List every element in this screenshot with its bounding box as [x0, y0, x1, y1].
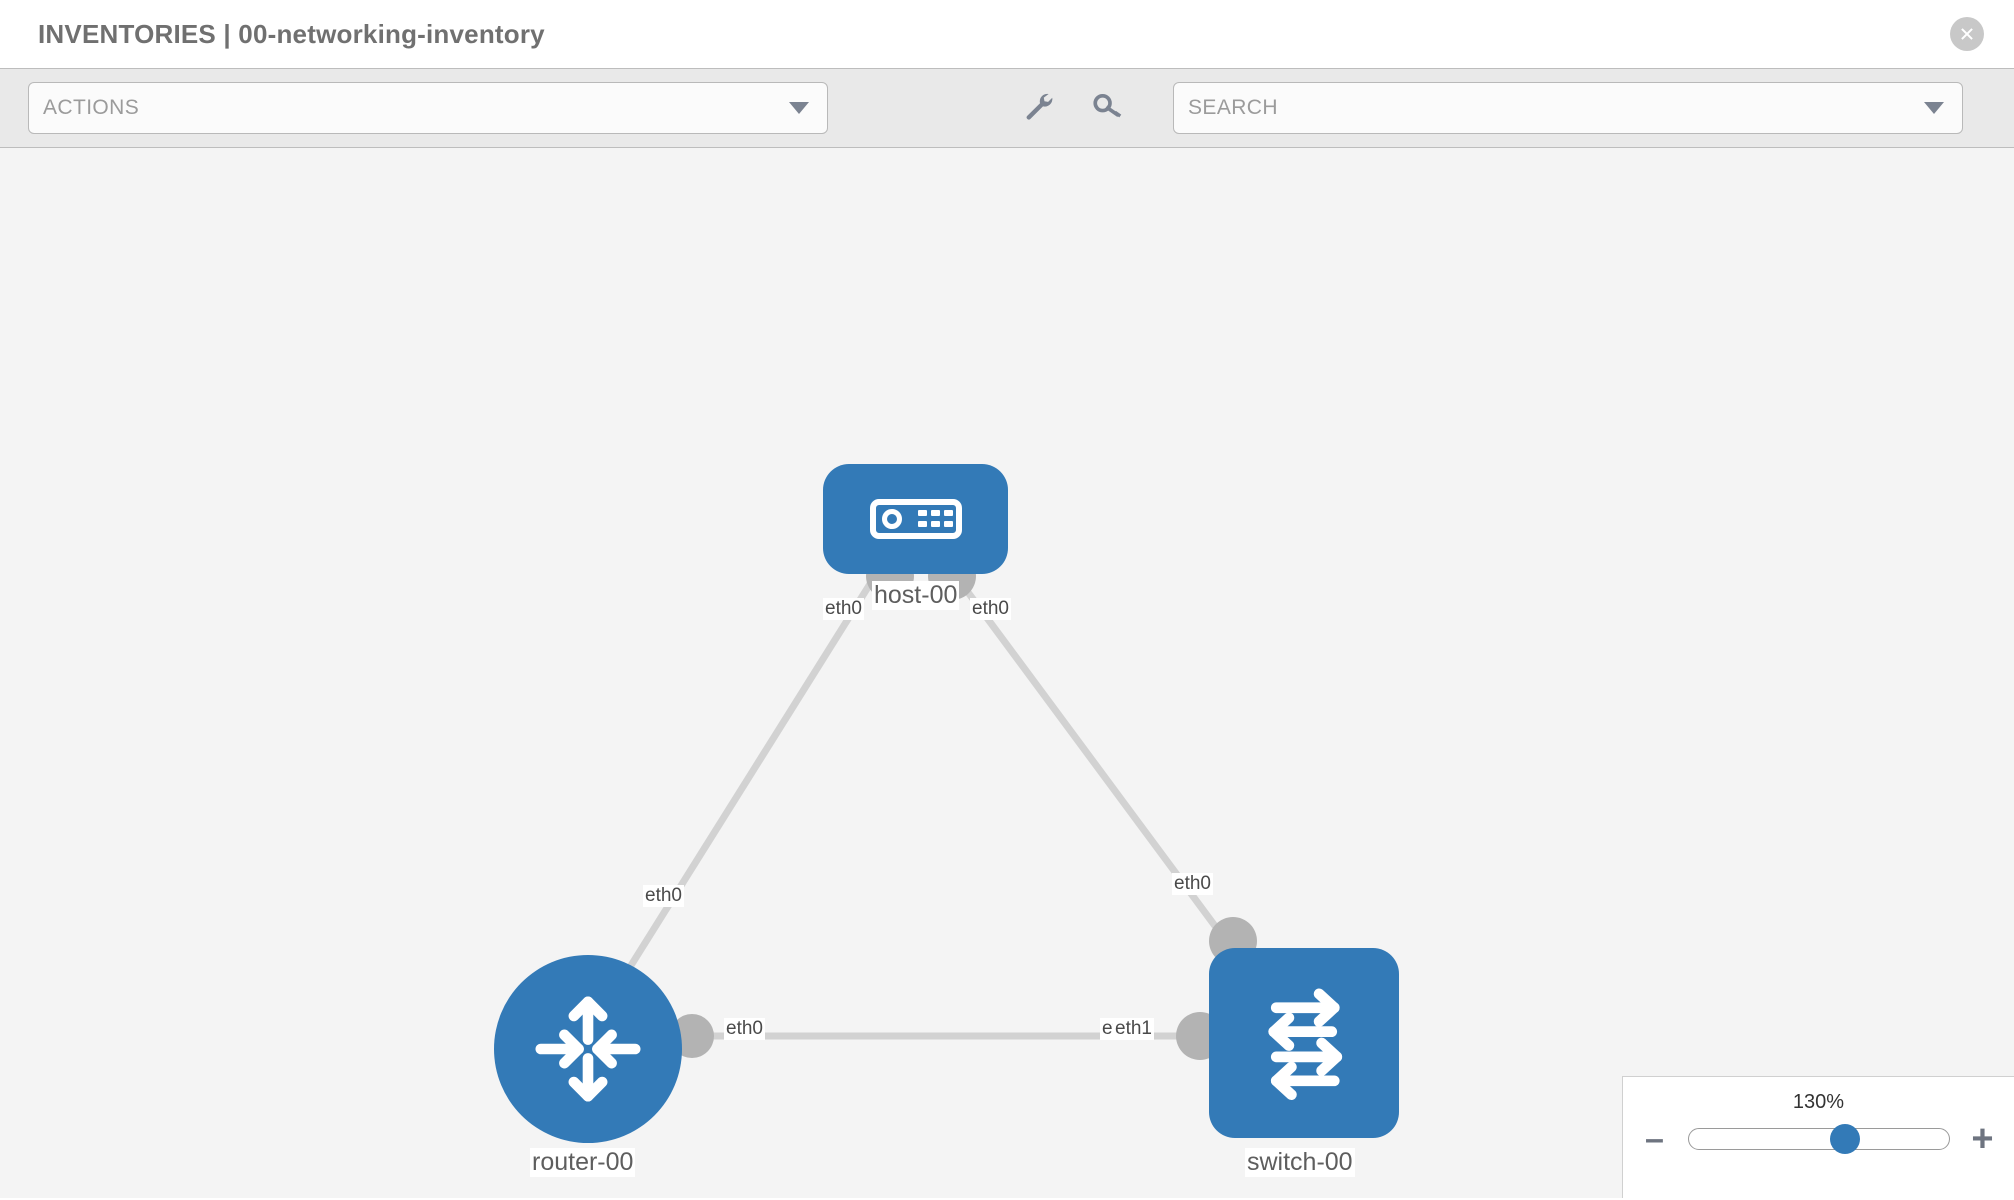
server-appliance-icon: [869, 499, 962, 539]
toolbar-icon-group: [1023, 91, 1125, 125]
zoom-out-button[interactable]: –: [1645, 1120, 1664, 1158]
node-switch-00[interactable]: [1209, 948, 1399, 1138]
zoom-level-value: 130%: [1792, 1091, 1845, 1113]
wrench-icon[interactable]: [1023, 91, 1057, 125]
edge-label-router-right: eth0: [724, 1018, 765, 1040]
edge-label-router-up: eth0: [643, 885, 684, 907]
actions-dropdown-label: ACTIONS: [43, 96, 140, 119]
zoom-slider-row: – +: [1623, 1118, 2014, 1160]
edge-label-host-left: eth0: [823, 598, 864, 620]
zoom-control-panel: 130% – +: [1622, 1076, 2014, 1198]
key-icon[interactable]: [1091, 91, 1125, 125]
search-input[interactable]: SEARCH: [1173, 82, 1963, 134]
close-icon: [1961, 28, 1973, 40]
zoom-in-button[interactable]: +: [1971, 1118, 1994, 1160]
node-label-router-00: router-00: [530, 1148, 636, 1177]
topology-graph: [617, 552, 1257, 1060]
switch-arrows-icon: [1268, 988, 1343, 1101]
edge-label-switch-up: eth0: [1172, 873, 1213, 895]
node-host-00[interactable]: [823, 464, 1008, 574]
topology-canvas[interactable]: host-00 router-00 switch-00 eth0 eth0 et…: [0, 148, 2014, 1198]
edge-host-router: [617, 566, 883, 985]
search-placeholder: SEARCH: [1188, 96, 1278, 119]
page-header: INVENTORIES | 00-networking-inventory: [0, 0, 2014, 68]
page-title: INVENTORIES | 00-networking-inventory: [38, 18, 545, 49]
zoom-slider-thumb[interactable]: [1829, 1124, 1860, 1154]
actions-dropdown[interactable]: ACTIONS: [28, 82, 828, 134]
chevron-down-icon: [789, 102, 809, 114]
toolbar: ACTIONS SEARCH: [0, 68, 2014, 148]
zoom-slider-track[interactable]: [1687, 1124, 1950, 1154]
router-arrows-icon: [535, 996, 641, 1102]
edge-label-switch-left-b: eth1: [1113, 1018, 1154, 1040]
node-router-00[interactable]: [494, 955, 682, 1143]
node-label-host-00: host-00: [872, 581, 960, 610]
close-button[interactable]: [1950, 17, 1984, 51]
edge-label-host-right: eth0: [970, 598, 1011, 620]
chevron-down-icon: [1924, 102, 1944, 114]
node-label-switch-00: switch-00: [1245, 1148, 1355, 1177]
edge-host-switch: [947, 565, 1238, 956]
